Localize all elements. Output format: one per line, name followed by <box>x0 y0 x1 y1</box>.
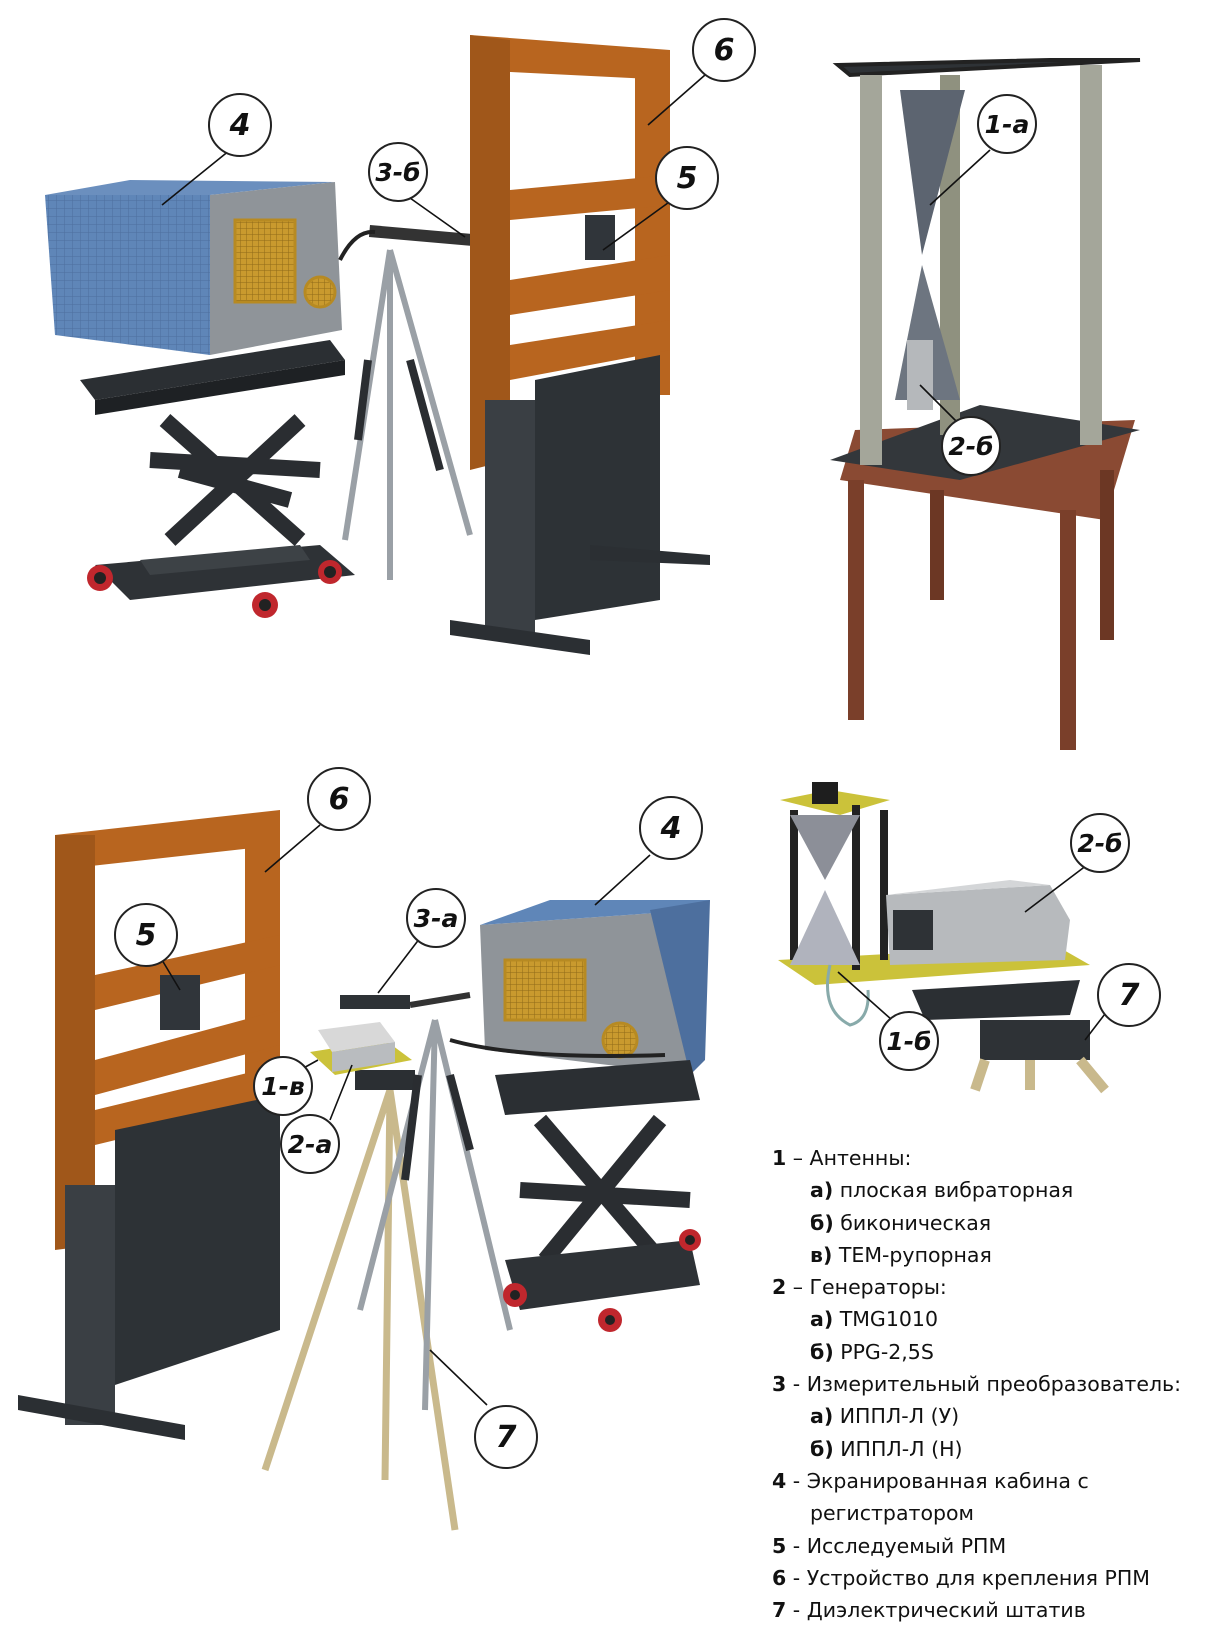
legend-item-6: 6 - Устройство для крепления РПМ <box>772 1565 1150 1590</box>
callout-2a: 2-а <box>280 1114 340 1174</box>
biconical-stand-table <box>830 58 1141 750</box>
legend-item-3b: б) ИППЛ-Л (Н) <box>810 1436 963 1461</box>
legend-item-3: 3 - Измерительный преобразователь: <box>772 1372 1182 1397</box>
legend-item-1: 1 – Антенны: <box>772 1146 912 1170</box>
legend-item-1a: а) плоская вибраторная <box>810 1178 1074 1203</box>
callout-1a: 1-а <box>977 94 1037 154</box>
mounting-frame-bottom <box>18 810 280 1440</box>
mounting-frame-top <box>450 35 710 655</box>
callout-1v: 1-в <box>253 1056 313 1116</box>
legend-item-2: 2 – Генераторы: <box>772 1275 947 1300</box>
callout-4-bottom: 4 <box>639 796 703 860</box>
shielded-cabin-top <box>45 180 355 618</box>
legend-item-7: 7 - Диэлектрический штатив <box>772 1598 1086 1623</box>
callout-6-top: 6 <box>692 18 756 82</box>
legend-item-2a: а) TMG1010 <box>810 1307 938 1332</box>
shielded-cabin-bottom <box>449 900 710 1332</box>
callout-7-right: 7 <box>1097 963 1161 1027</box>
callout-6-bottom: 6 <box>307 767 371 831</box>
callout-2b-bottom: 2-б <box>1070 813 1130 873</box>
callout-5-bottom: 5 <box>114 903 178 967</box>
callout-3a: 3-а <box>406 888 466 948</box>
legend: 1 – Антенны: а) плоская вибраторная б) б… <box>772 1142 1212 1626</box>
callout-1b: 1-б <box>879 1011 939 1071</box>
legend-item-3a: а) ИППЛ-Л (У) <box>810 1404 960 1429</box>
generator-platform <box>778 782 1109 1094</box>
tripod-probe-top <box>338 224 480 580</box>
callout-2b-top: 2-б <box>941 416 1001 476</box>
legend-item-1v: в) ТЕМ-рупорная <box>810 1242 992 1267</box>
callout-5-top: 5 <box>655 146 719 210</box>
legend-item-4-continued: регистратором <box>810 1501 975 1526</box>
legend-item-2b: б) PPG-2,5S <box>810 1339 934 1364</box>
callout-7-bottom: 7 <box>474 1405 538 1469</box>
legend-item-5: 5 - Исследуемый РПМ <box>772 1533 1007 1558</box>
callout-3b: 3-б <box>368 142 428 202</box>
callout-4-top: 4 <box>208 93 272 157</box>
legend-item-4: 4 - Экранированная кабина с <box>772 1468 1089 1493</box>
legend-item-1b: б) биконическая <box>810 1210 992 1235</box>
tripod-bottom <box>261 992 513 1531</box>
